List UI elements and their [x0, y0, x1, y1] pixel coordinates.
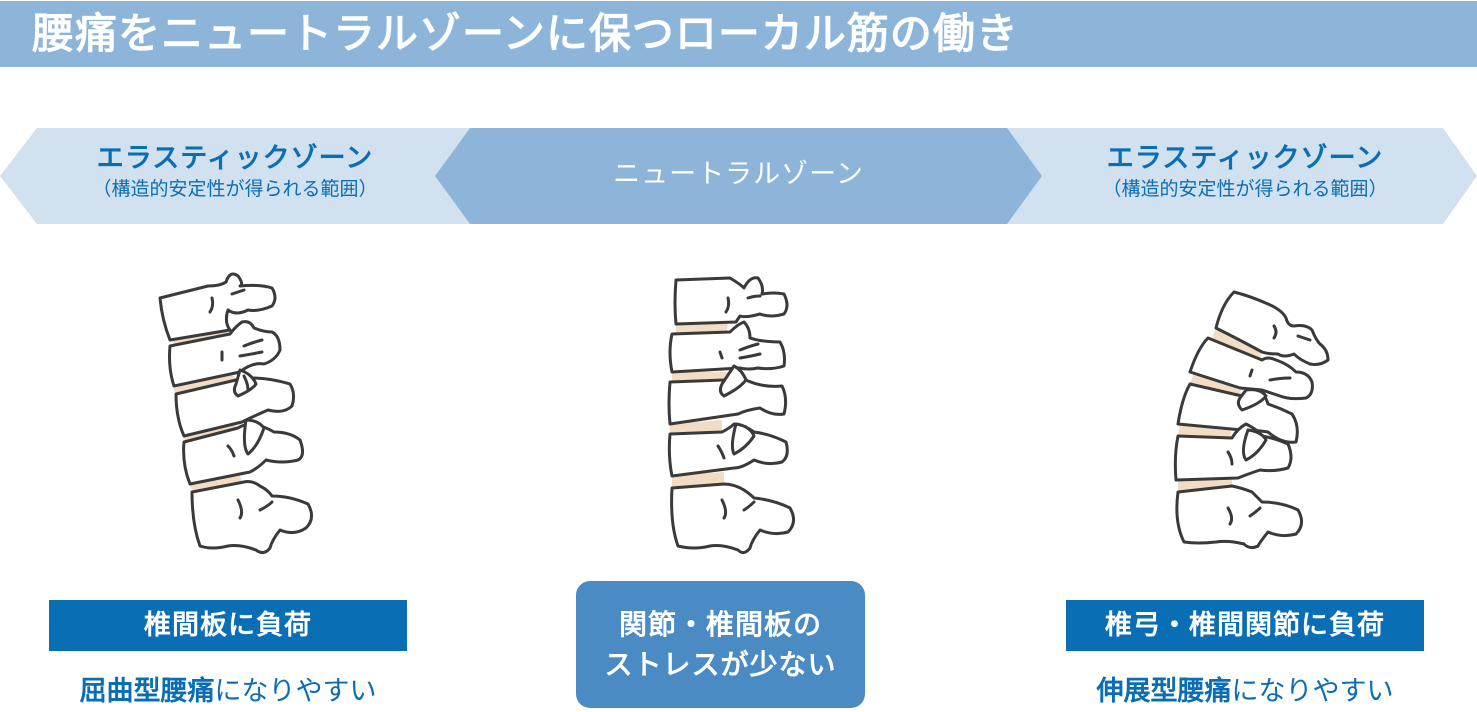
spine-extension-illustration — [1173, 290, 1330, 550]
zone-arrows-graphic — [0, 128, 1477, 224]
spine-flexion-illustration — [158, 272, 313, 555]
left-tendency-rest: になりやすい — [214, 676, 377, 707]
center-result-line2: ストレスが少ない — [604, 647, 837, 681]
page-title: 腰痛をニュートラルゾーンに保つローカル筋の働き — [32, 9, 1019, 58]
left-zone-title: エラスティックゾーン — [96, 143, 374, 174]
left-zone-subtitle: （構造的安定性が得られる範囲） — [92, 178, 378, 200]
left-tendency-text: 屈曲型腰痛になりやすい — [49, 675, 407, 709]
left-load-label: 椎間板に負荷 — [49, 600, 407, 651]
right-tendency-bold: 伸展型腰痛 — [1096, 676, 1232, 707]
center-zone-title: ニュートラルゾーン — [613, 159, 864, 190]
neutral-zone-hexagon — [435, 128, 1042, 224]
right-elastic-zone-arrow — [1007, 128, 1477, 224]
zone-band: エラスティックゾーン （構造的安定性が得られる範囲） ニュートラルゾーン エラス… — [0, 128, 1477, 224]
right-zone-label: エラスティックゾーン （構造的安定性が得られる範囲） — [1050, 142, 1440, 202]
spine-neutral-illustration — [667, 276, 795, 555]
right-tendency-text: 伸展型腰痛になりやすい — [1066, 675, 1424, 709]
left-elastic-zone-arrow — [0, 128, 470, 224]
right-tendency-rest: になりやすい — [1231, 676, 1394, 707]
center-result-line1: 関節・椎間板の — [618, 607, 822, 641]
left-zone-label: エラスティックゾーン （構造的安定性が得られる範囲） — [40, 142, 430, 202]
left-tendency-bold: 屈曲型腰痛 — [79, 676, 215, 707]
center-zone-label: ニュートラルゾーン — [470, 158, 1007, 192]
right-zone-title: エラスティックゾーン — [1106, 143, 1384, 174]
title-bar: 腰痛をニュートラルゾーンに保つローカル筋の働き — [0, 1, 1477, 67]
right-zone-subtitle: （構造的安定性が得られる範囲） — [1102, 178, 1388, 200]
right-load-label: 椎弓・椎間関節に負荷 — [1066, 600, 1424, 651]
center-result-box: 関節・椎間板の ストレスが少ない — [576, 581, 865, 708]
